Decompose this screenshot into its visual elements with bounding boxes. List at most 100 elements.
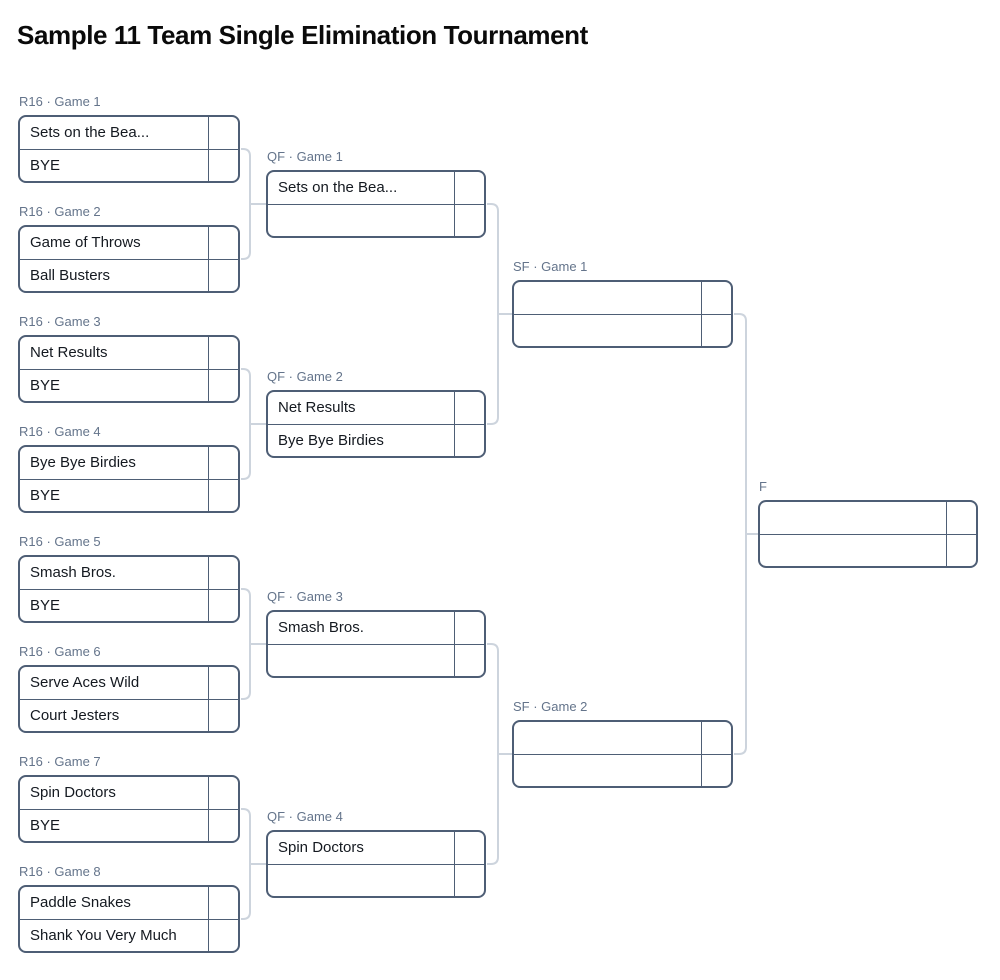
team-slot-bottom[interactable] (268, 643, 484, 677)
match-label: R16 · Game 8 (19, 864, 101, 879)
team-slot-bottom[interactable] (514, 753, 731, 786)
score-cell[interactable] (208, 557, 238, 589)
match-r16-game-4: R16 · Game 4 Bye Bye Birdies BYE (18, 424, 240, 513)
team-slot-bottom[interactable]: BYE (20, 808, 238, 841)
score-cell[interactable] (208, 809, 238, 841)
score-cell[interactable] (208, 589, 238, 621)
team-name: Net Results (30, 344, 108, 362)
match-box: Bye Bye Birdies BYE (18, 445, 240, 513)
team-slot-bottom[interactable]: BYE (20, 148, 238, 181)
score-cell[interactable] (208, 117, 238, 149)
score-cell[interactable] (208, 667, 238, 699)
team-slot-top[interactable] (514, 722, 731, 754)
team-slot-top[interactable] (514, 282, 731, 314)
team-slot-bottom[interactable] (514, 313, 731, 346)
match-r16-game-7: R16 · Game 7 Spin Doctors BYE (18, 754, 240, 843)
score-cell[interactable] (208, 919, 238, 951)
team-name: BYE (30, 816, 61, 834)
score-cell[interactable] (701, 754, 731, 786)
score-cell[interactable] (454, 612, 484, 644)
team-name: Game of Throws (30, 234, 141, 252)
score-cell[interactable] (454, 832, 484, 864)
team-name (268, 865, 454, 897)
team-slot-top[interactable]: Game of Throws (20, 227, 238, 259)
score-cell[interactable] (208, 447, 238, 479)
match-r16-game-1: R16 · Game 1 Sets on the Bea... BYE (18, 94, 240, 183)
score-cell[interactable] (946, 502, 976, 534)
score-cell[interactable] (454, 644, 484, 676)
team-slot-bottom[interactable]: BYE (20, 478, 238, 511)
match-r16-game-6: R16 · Game 6 Serve Aces Wild Court Jeste… (18, 644, 240, 733)
score-cell[interactable] (454, 172, 484, 204)
match-box (512, 720, 733, 788)
match-box: Sets on the Bea... BYE (18, 115, 240, 183)
match-box: Sets on the Bea... (266, 170, 486, 238)
match-qf-game-4: QF · Game 4 Spin Doctors (266, 809, 486, 898)
team-slot-top[interactable]: Spin Doctors (268, 832, 484, 864)
team-slot-bottom[interactable] (760, 533, 976, 566)
match-box: Smash Bros. (266, 610, 486, 678)
team-slot-bottom[interactable]: Bye Bye Birdies (268, 423, 484, 456)
team-slot-bottom[interactable]: Shank You Very Much (20, 918, 238, 951)
match-r16-game-2: R16 · Game 2 Game of Throws Ball Busters (18, 204, 240, 293)
team-slot-top[interactable]: Sets on the Bea... (20, 117, 238, 149)
score-cell[interactable] (701, 282, 731, 314)
team-slot-top[interactable] (760, 502, 976, 534)
team-name (268, 205, 454, 237)
match-label: R16 · Game 6 (19, 644, 101, 659)
team-name (268, 645, 454, 677)
match-label: R16 · Game 3 (19, 314, 101, 329)
score-cell[interactable] (208, 227, 238, 259)
team-slot-top[interactable]: Net Results (20, 337, 238, 369)
score-cell[interactable] (454, 864, 484, 896)
team-slot-bottom[interactable]: Ball Busters (20, 258, 238, 291)
score-cell[interactable] (701, 722, 731, 754)
team-slot-bottom[interactable]: Court Jesters (20, 698, 238, 731)
team-name: Net Results (278, 399, 356, 417)
team-slot-top[interactable]: Sets on the Bea... (268, 172, 484, 204)
team-name: BYE (30, 376, 61, 394)
score-cell[interactable] (208, 887, 238, 919)
team-slot-top[interactable]: Net Results (268, 392, 484, 424)
score-cell[interactable] (208, 149, 238, 181)
score-cell[interactable] (208, 337, 238, 369)
score-cell[interactable] (946, 534, 976, 566)
team-slot-bottom[interactable]: BYE (20, 368, 238, 401)
match-sf-game-1: SF · Game 1 (512, 259, 733, 348)
match-box: Net Results BYE (18, 335, 240, 403)
score-cell[interactable] (208, 699, 238, 731)
match-label: QF · Game 4 (267, 809, 343, 824)
score-cell[interactable] (454, 424, 484, 456)
score-cell[interactable] (701, 314, 731, 346)
score-cell[interactable] (208, 369, 238, 401)
match-label: QF · Game 1 (267, 149, 343, 164)
team-slot-bottom[interactable] (268, 203, 484, 237)
team-name (514, 282, 701, 314)
team-name: Shank You Very Much (30, 926, 177, 944)
page-title: Sample 11 Team Single Elimination Tourna… (17, 20, 588, 50)
team-slot-top[interactable]: Smash Bros. (268, 612, 484, 644)
score-cell[interactable] (208, 777, 238, 809)
match-label: R16 · Game 2 (19, 204, 101, 219)
score-cell[interactable] (454, 392, 484, 424)
match-box: Paddle Snakes Shank You Very Much (18, 885, 240, 953)
team-slot-top[interactable]: Bye Bye Birdies (20, 447, 238, 479)
score-cell[interactable] (208, 479, 238, 511)
score-cell[interactable] (208, 259, 238, 291)
team-name: Sets on the Bea... (30, 124, 150, 142)
team-name: BYE (30, 156, 61, 174)
match-label: R16 · Game 5 (19, 534, 101, 549)
team-slot-top[interactable]: Smash Bros. (20, 557, 238, 589)
score-cell[interactable] (454, 204, 484, 236)
team-slot-bottom[interactable] (268, 863, 484, 897)
team-name: Court Jesters (30, 706, 120, 724)
team-name: Bye Bye Birdies (278, 431, 384, 449)
match-box (758, 500, 978, 568)
match-label: SF · Game 2 (513, 699, 588, 714)
team-name: Smash Bros. (278, 619, 364, 637)
match-qf-game-1: QF · Game 1 Sets on the Bea... (266, 149, 486, 238)
team-slot-top[interactable]: Paddle Snakes (20, 887, 238, 919)
team-slot-top[interactable]: Serve Aces Wild (20, 667, 238, 699)
team-slot-top[interactable]: Spin Doctors (20, 777, 238, 809)
team-slot-bottom[interactable]: BYE (20, 588, 238, 621)
